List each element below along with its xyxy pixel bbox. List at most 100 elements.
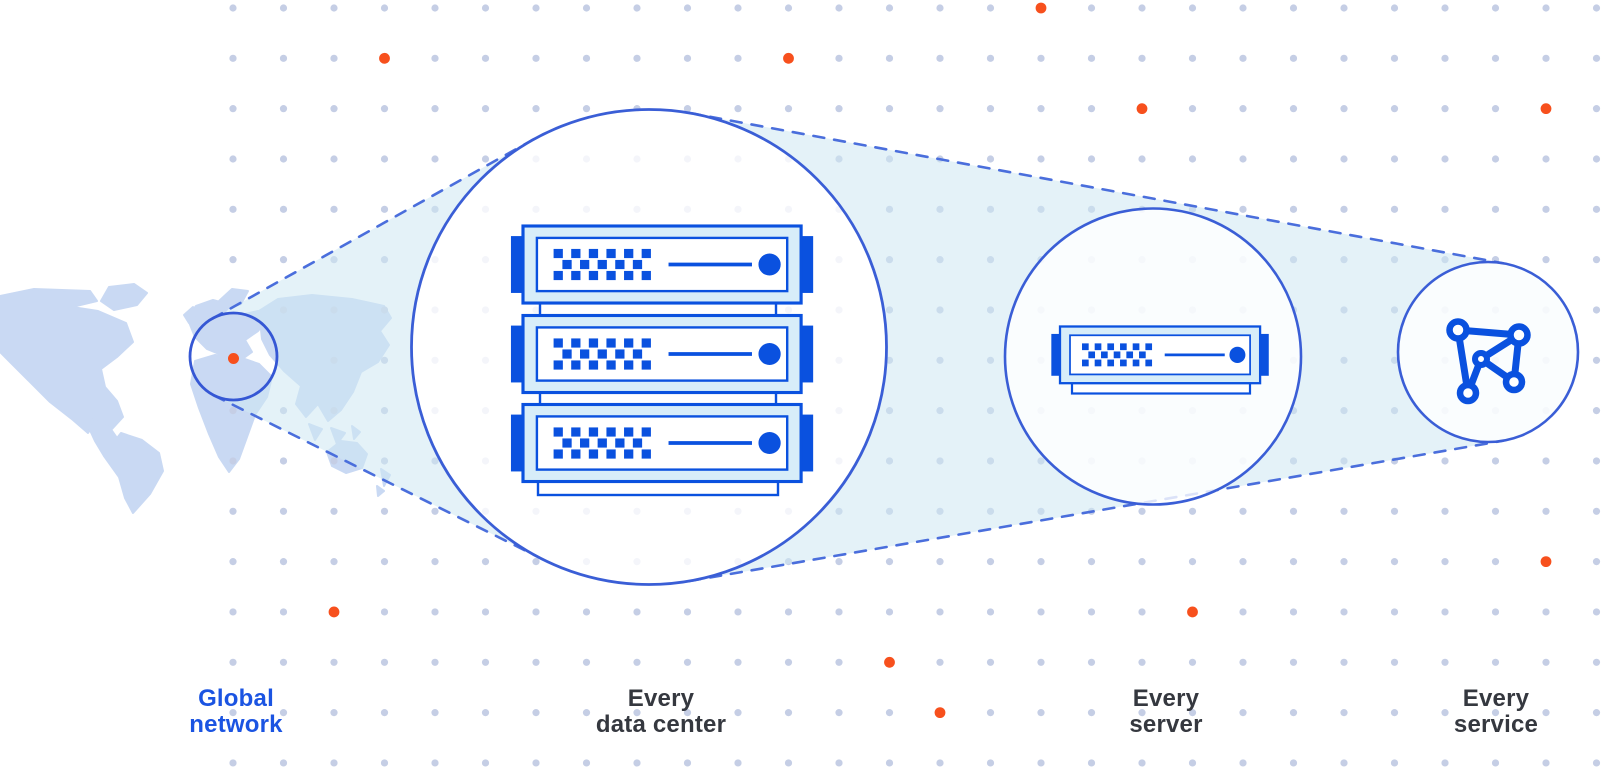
grid-dot [936, 4, 944, 12]
grid-dot [835, 608, 843, 616]
grid-dot [229, 507, 237, 515]
grid-dot [582, 4, 591, 12]
grid-dot [380, 507, 389, 515]
grid-dot [330, 658, 338, 666]
grid-dot [986, 608, 995, 616]
grid-dot [229, 105, 237, 113]
globe-highlight-circle [188, 311, 279, 402]
grid-dot [784, 4, 793, 12]
grid-dot [279, 709, 288, 717]
continent-greenland [100, 283, 148, 311]
grid-dot [1390, 205, 1399, 213]
grid-dot [1239, 759, 1247, 767]
grid-dot [683, 4, 692, 12]
grid-dot [380, 4, 389, 12]
grid-dot [1542, 54, 1550, 62]
grid-dot [1188, 759, 1197, 767]
grid-dot-orange [379, 52, 390, 64]
grid-dot [835, 558, 843, 566]
grid-dot [1239, 105, 1247, 113]
grid-dot [1542, 205, 1550, 213]
stage-label-every-data-center: Every data center [595, 685, 727, 738]
grid-dot [1592, 658, 1601, 666]
grid-dot [1592, 105, 1601, 113]
grid-dot [835, 54, 843, 62]
zoom-beam-left [212, 138, 545, 560]
grid-dot [1491, 205, 1500, 213]
grid-dot [1239, 709, 1247, 717]
continent-south-america [88, 418, 164, 514]
grid-dot [936, 558, 944, 566]
grid-dot [1138, 4, 1146, 12]
grid-dot [1289, 759, 1298, 767]
grid-dot [885, 759, 894, 767]
grid-dot [532, 54, 540, 62]
grid-dot [633, 4, 641, 12]
grid-dot [330, 709, 338, 717]
grid-dot [330, 457, 338, 465]
grid-dot [885, 54, 894, 62]
mesh-node [1507, 323, 1531, 347]
grid-dot [1592, 558, 1601, 566]
grid-dot [885, 4, 894, 12]
grid-dot [1188, 658, 1197, 666]
grid-dot [1592, 608, 1601, 616]
grid-dot [1037, 759, 1045, 767]
rack-base [536, 480, 780, 497]
grid-dot [1441, 457, 1449, 465]
grid-dot [481, 608, 490, 616]
grid-dot [1441, 759, 1449, 767]
grid-dot [1289, 205, 1298, 213]
grid-dot [1037, 709, 1045, 717]
grid-dot [633, 709, 641, 717]
location-dot [228, 353, 239, 364]
grid-dot [986, 4, 995, 12]
grid-dot [229, 205, 237, 213]
grid-dot-orange [1540, 103, 1552, 115]
grid-dot [279, 54, 288, 62]
grid-dot [229, 54, 237, 62]
network-mesh-icon [1446, 318, 1531, 405]
grid-dot-orange [1187, 606, 1198, 618]
grid-dot [582, 54, 591, 62]
grid-dot [1289, 608, 1298, 616]
grid-dot [1340, 608, 1348, 616]
grid-dot [1340, 155, 1348, 163]
globe-highlight [188, 311, 279, 402]
mesh-node-center [1472, 350, 1490, 368]
grid-dot [1239, 205, 1247, 213]
grid-dot [1441, 155, 1449, 163]
grid-dot [1491, 4, 1500, 12]
grid-dot [1390, 608, 1399, 616]
grid-dot [1340, 709, 1348, 717]
grid-dot [1138, 507, 1146, 515]
grid-dot [330, 105, 338, 113]
grid-dot [1087, 658, 1096, 666]
grid-dot [380, 608, 389, 616]
grid-dot-orange [1136, 103, 1148, 115]
grid-dot [986, 54, 995, 62]
grid-dot [1289, 155, 1298, 163]
grid-dot [1037, 658, 1045, 666]
grid-dot [532, 658, 540, 666]
grid-dot [481, 558, 490, 566]
grid-dot [1491, 105, 1500, 113]
grid-dot [330, 4, 338, 12]
grid-dot [1491, 709, 1500, 717]
grid-dot [1491, 658, 1500, 666]
grid-dot [481, 658, 490, 666]
grid-dot [1289, 709, 1298, 717]
grid-dot [1087, 608, 1096, 616]
grid-dot [380, 155, 389, 163]
grid-dot [1390, 658, 1399, 666]
grid-dot [1289, 4, 1298, 12]
stage-label-global-network: Global network [189, 685, 283, 738]
grid-dot [1289, 558, 1298, 566]
grid-dot [1390, 558, 1399, 566]
grid-dot [734, 54, 742, 62]
grid-dot [229, 407, 237, 415]
grid-dot [835, 658, 843, 666]
grid-dot [986, 759, 995, 767]
grid-dot [229, 256, 237, 264]
grid-dot [1390, 155, 1399, 163]
